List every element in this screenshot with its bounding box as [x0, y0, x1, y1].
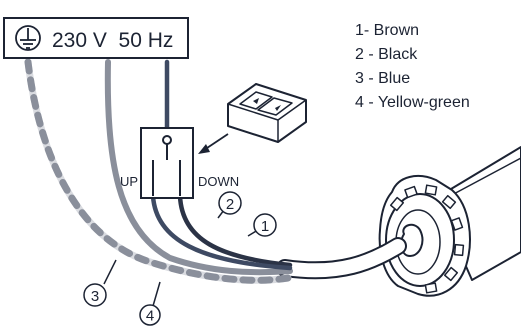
switch-pointer-arrow: [198, 133, 229, 154]
switch-common-contact: [162, 135, 172, 145]
callout-4-circle: [139, 304, 161, 326]
motor-cable-sheath-fill: [278, 239, 405, 278]
callout-2-number: 2: [226, 196, 234, 213]
wire-4-yellow-green: [24, 58, 292, 284]
callout-1-circle: [253, 213, 277, 237]
legend-item-3: 3 - Blue: [355, 70, 411, 87]
legend-item-4: 4 - Yellow-green: [355, 94, 470, 111]
motor-crown-teeth: [389, 184, 465, 294]
wire-bundle: [24, 58, 407, 284]
power-supply-box: 230 V 50 Hz: [3, 17, 189, 59]
callouts: [83, 191, 277, 326]
wire-1-brown: [150, 193, 293, 271]
callout-3-circle: [83, 283, 107, 307]
callout-4-leader: [152, 281, 161, 307]
switch-box: [140, 127, 194, 199]
callout-3-number: 3: [91, 288, 99, 305]
tubular-motor: [378, 146, 521, 297]
wire-3-blue: [104, 59, 293, 276]
wire-2-black: [177, 193, 293, 268]
callout-1-number: 1: [261, 218, 269, 235]
rocker-switch-icon: [227, 83, 307, 143]
supply-label: 230 V 50 Hz: [52, 29, 173, 52]
ground-symbol-icon: [15, 25, 41, 51]
motor-tube-edge: [449, 157, 521, 197]
callout-2-circle: [218, 191, 242, 215]
supply-box-frame: [3, 17, 189, 59]
callout-4-number: 4: [146, 308, 154, 325]
callout-3-leader: [103, 259, 117, 285]
legend-item-1: 1- Brown: [355, 22, 420, 39]
legend-item-2: 2 - Black: [355, 46, 418, 63]
switch-down-label: DOWN: [198, 174, 239, 189]
switch-up-label: UP: [120, 174, 138, 189]
